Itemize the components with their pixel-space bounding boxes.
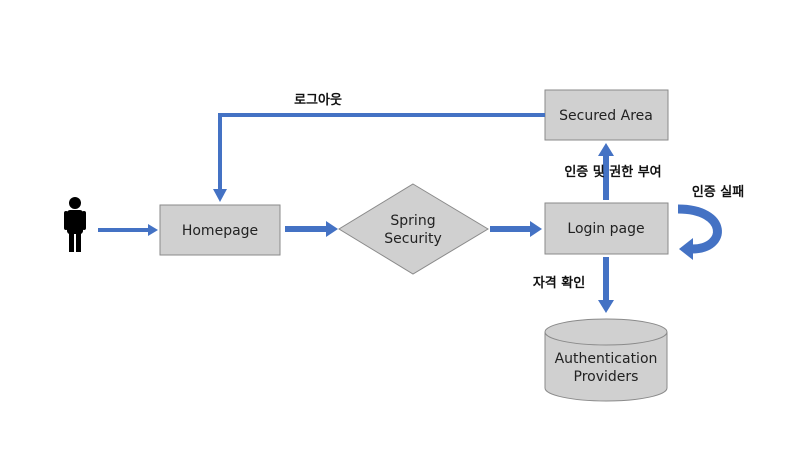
auth-grant-label: 인증 및 권한 부여 [564, 164, 661, 180]
login-page-node: Login page [544, 202, 669, 255]
spring-security-node: Spring Security [338, 183, 489, 275]
spring-security-label-line2: Security [384, 231, 442, 247]
authentication-providers-node: Authentication Providers [544, 318, 668, 402]
auth-fail-label: 인증 실패 [692, 184, 744, 200]
person-icon [64, 197, 86, 252]
arrow-homepage-to-security [285, 221, 338, 237]
arrow-logout [213, 113, 545, 202]
arrow-security-to-login [490, 221, 542, 237]
secured-area-label: Secured Area [559, 108, 653, 124]
secured-area-node: Secured Area [544, 89, 669, 141]
arrow-auth-fail [677, 204, 722, 260]
credential-check-label: 자격 확인 [533, 275, 585, 291]
arrow-login-to-providers [598, 257, 614, 313]
login-page-label: Login page [567, 221, 644, 237]
homepage-node: Homepage [159, 204, 281, 256]
arrow-login-to-secured [598, 143, 614, 200]
providers-label-line2: Providers [574, 369, 639, 385]
spring-security-label-line1: Spring [390, 213, 435, 229]
homepage-label: Homepage [182, 223, 258, 239]
logout-label: 로그아웃 [294, 92, 342, 108]
arrow-user-to-homepage [98, 224, 158, 236]
providers-label-line1: Authentication [555, 351, 658, 367]
